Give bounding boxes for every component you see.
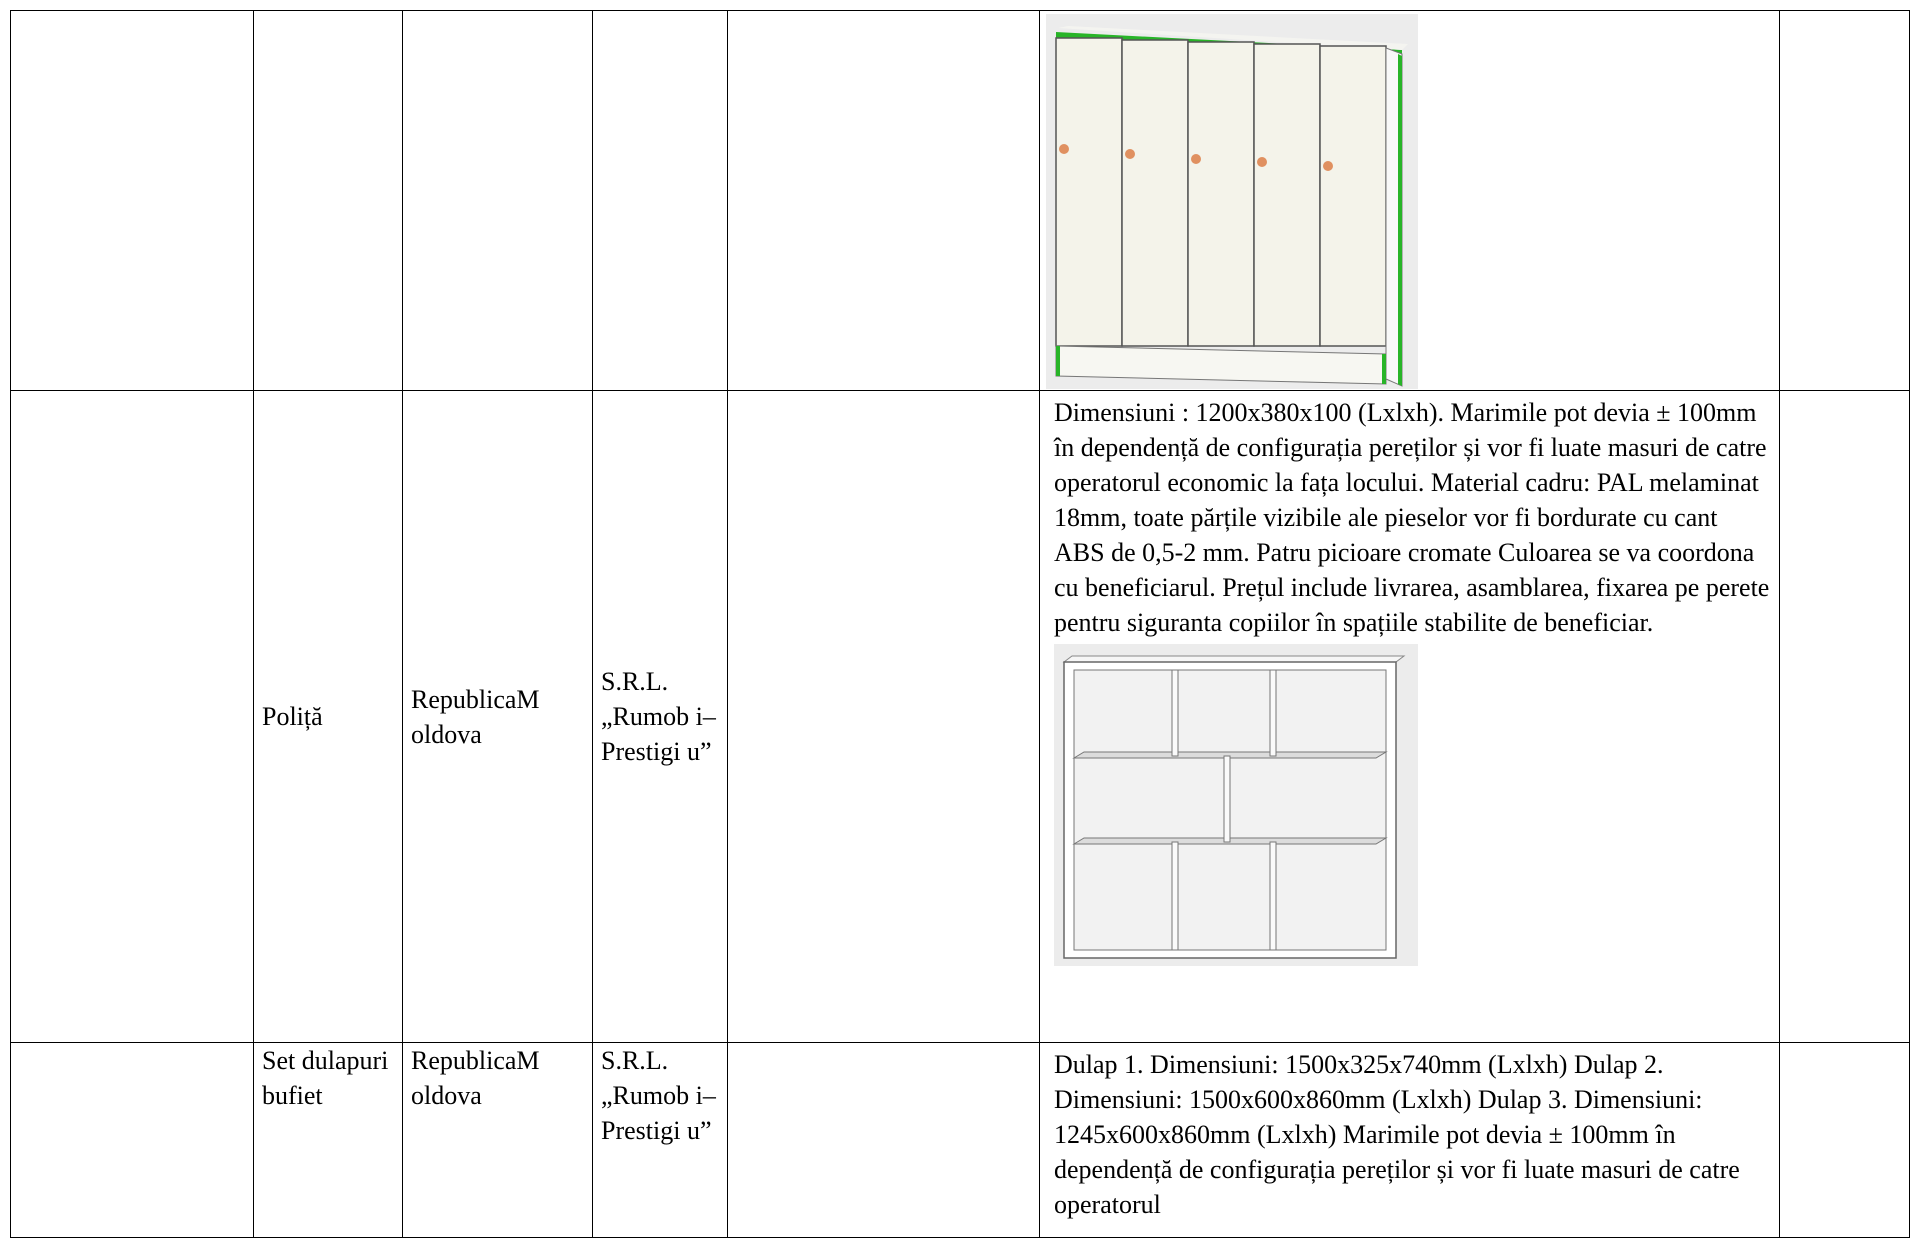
country-cell: RepublicaM oldova xyxy=(402,1042,593,1238)
empty-cell xyxy=(1779,10,1910,391)
producer-cell: S.R.L. „Rumob i– Prestigi u” xyxy=(592,390,728,1043)
empty-cell xyxy=(1779,1042,1910,1238)
description-cell: Dulap 1. Dimensiuni: 1500x325x740mm (Lxl… xyxy=(1039,1042,1780,1238)
empty-cell xyxy=(1779,390,1910,1043)
empty-cell xyxy=(10,390,254,1043)
model-cell xyxy=(727,1042,1040,1238)
product-name-cell: Set dulapuri bufiet xyxy=(253,1042,403,1238)
description-cell: Dimensiuni : 1200x380x100 (Lxlxh). Marim… xyxy=(1039,390,1780,1043)
table-row: Poliță RepublicaM oldova S.R.L. „Rumob i… xyxy=(10,390,1910,1043)
country-cell xyxy=(402,10,593,391)
model-cell xyxy=(727,390,1040,1043)
product-specification-table: Poliță RepublicaM oldova S.R.L. „Rumob i… xyxy=(10,10,1910,1238)
open-shelf-unit-image xyxy=(1054,644,1418,966)
table-row xyxy=(10,10,1910,391)
product-name-cell: Poliță xyxy=(253,390,403,1043)
producer-cell: S.R.L. „Rumob i– Prestigi u” xyxy=(592,1042,728,1238)
description-text: Dimensiuni : 1200x380x100 (Lxlxh). Marim… xyxy=(1054,398,1770,637)
locker-wardrobe-image xyxy=(1046,14,1418,389)
description-cell xyxy=(1039,10,1780,391)
country-cell: RepublicaM oldova xyxy=(402,390,593,1043)
table-row: Set dulapuri bufiet RepublicaM oldova S.… xyxy=(10,1042,1910,1238)
product-name-cell xyxy=(253,10,403,391)
model-cell xyxy=(727,10,1040,391)
producer-cell xyxy=(592,10,728,391)
empty-cell xyxy=(10,10,254,391)
empty-cell xyxy=(10,1042,254,1238)
